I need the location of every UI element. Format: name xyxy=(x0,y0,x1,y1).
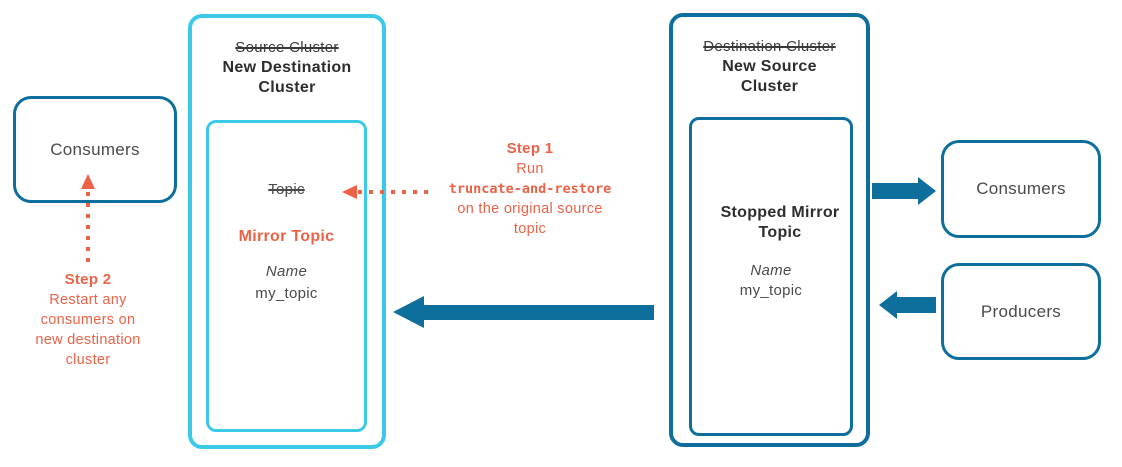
mirror-topic-label: Mirror Topic xyxy=(238,228,335,245)
right-producers-label: Producers xyxy=(980,301,1062,321)
producers-arrow-left-icon xyxy=(879,291,897,319)
failover-arrow-left-icon xyxy=(393,296,424,328)
right-consumers-box: Consumers xyxy=(941,140,1101,238)
step1-command: truncate-and-restore xyxy=(448,181,612,197)
destination-cluster-strikethrough-title: Destination Cluster xyxy=(703,38,836,55)
new-source-cluster-title: New Source Cluster xyxy=(722,58,817,95)
consumers-arrow-right-icon xyxy=(918,177,936,205)
step1-title: Step 1 xyxy=(506,140,554,157)
left-consumers-box: Consumers xyxy=(13,96,177,203)
stopped-mirror-topic-box: Stopped Mirror Topic Name my_topic xyxy=(689,117,853,436)
new-destination-cluster-title: New Destination Cluster xyxy=(222,59,352,96)
topic-name-value: my_topic xyxy=(739,282,803,299)
consumers-arrow-shaft xyxy=(872,183,918,199)
step2-dotted-line xyxy=(86,192,90,267)
right-producers-box: Producers xyxy=(941,263,1101,360)
step2-title: Step 2 xyxy=(64,271,112,288)
stopped-mirror-topic-label: Stopped Mirror Topic xyxy=(720,204,840,241)
topic-strikethrough-label: Topic xyxy=(268,181,305,198)
step1-run-label: Run xyxy=(516,161,544,177)
source-cluster-strikethrough-title: Source Cluster xyxy=(235,39,339,56)
step1-arrow-left-icon xyxy=(342,185,357,199)
step2-text-line: new destination xyxy=(35,332,141,348)
failover-arrow-shaft xyxy=(423,305,654,320)
step2-annotation: Step 2 Restart any consumers on new dest… xyxy=(8,270,168,370)
step1-annotation: Step 1 Run truncate-and-restore on the o… xyxy=(440,139,620,239)
right-consumers-label: Consumers xyxy=(976,179,1066,198)
topic-name-label: Name xyxy=(750,262,792,279)
topic-name-label: Name xyxy=(265,263,308,280)
step2-text-line: cluster xyxy=(65,352,111,368)
step2-text-line: consumers on xyxy=(40,312,136,328)
new-destination-cluster-header: Source Cluster New Destination Cluster xyxy=(192,18,382,98)
step1-desc-line: on the original source xyxy=(457,201,603,217)
step1-dotted-line xyxy=(358,190,428,194)
step1-desc-line: topic xyxy=(513,221,547,237)
producers-arrow-shaft xyxy=(897,297,936,313)
topic-name-value: my_topic xyxy=(255,285,318,302)
step2-arrow-up-icon xyxy=(81,174,95,189)
new-source-cluster-box: Destination Cluster New Source Cluster S… xyxy=(669,13,870,447)
left-consumers-label: Consumers xyxy=(50,139,140,159)
step2-text-line: Restart any xyxy=(49,292,127,308)
new-source-cluster-header: Destination Cluster New Source Cluster xyxy=(673,17,866,97)
new-destination-cluster-box: Source Cluster New Destination Cluster T… xyxy=(188,14,386,449)
mirror-topic-box: Topic Mirror Topic Name my_topic xyxy=(206,120,367,432)
